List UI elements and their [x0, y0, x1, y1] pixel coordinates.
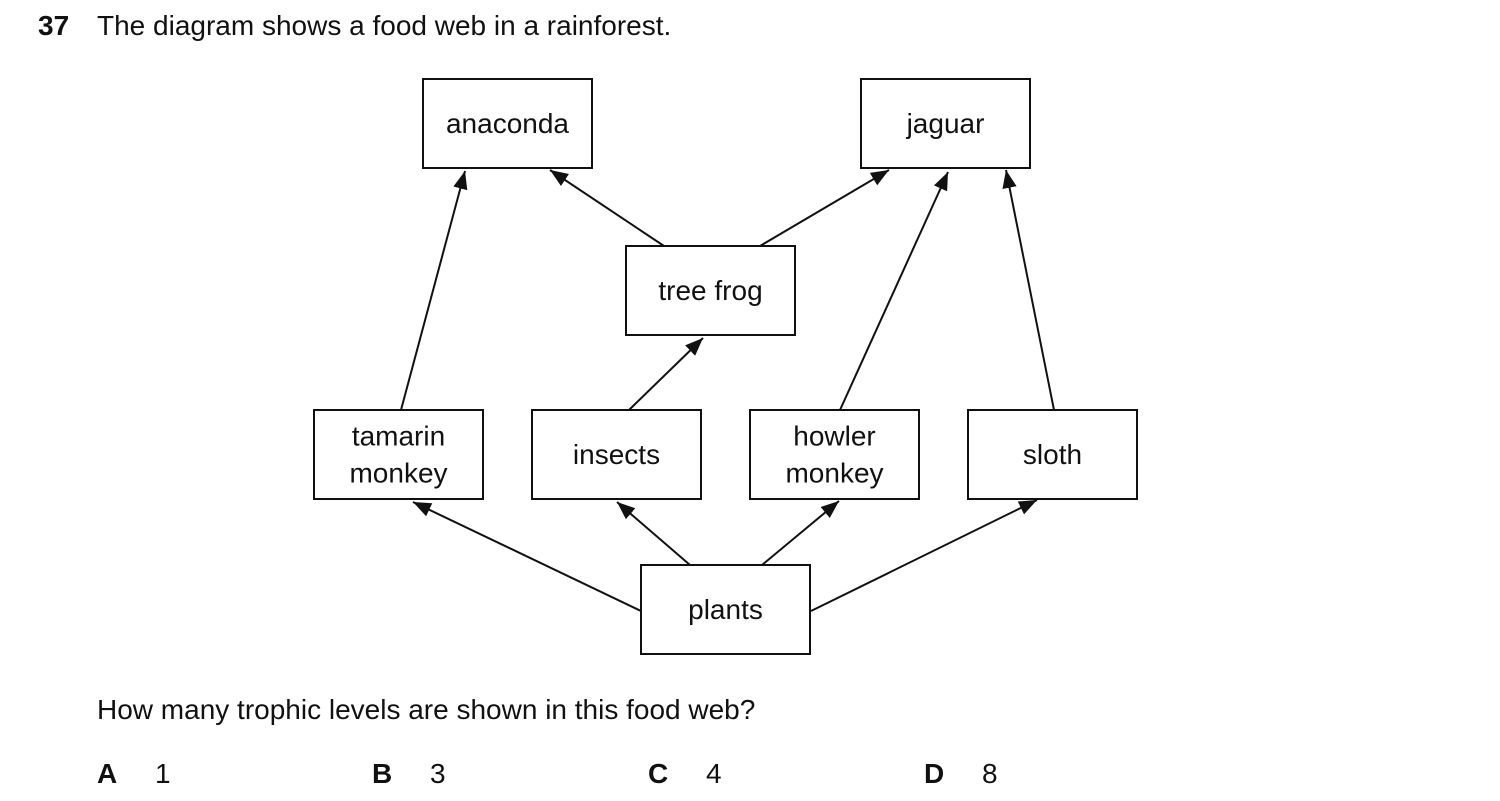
node-box — [749, 409, 920, 500]
option-value: 3 — [430, 758, 446, 789]
option-letter: A — [97, 758, 118, 789]
node-box — [640, 564, 811, 655]
arrows-layer — [400, 169, 1055, 612]
node-label: jaguar — [906, 108, 985, 139]
arrow-howler-monkey-to-jaguar — [839, 171, 949, 411]
node-box — [967, 409, 1138, 500]
node-insects: insects — [531, 409, 702, 500]
node-tamarin-monkey: tamarin monkey — [313, 409, 484, 500]
node-jaguar: jaguar — [860, 78, 1031, 169]
node-label: plants — [688, 594, 763, 625]
node-box — [860, 78, 1031, 169]
option-letter: D — [924, 758, 945, 789]
organisms-layer: anaconda jaguar tree frog tamarin monkey inse… — [313, 78, 1138, 655]
arrow-plants-to-insects — [616, 501, 691, 566]
arrow-plants-to-howler-monkey — [761, 500, 840, 566]
question-intro: The diagram shows a food web in a rainfo… — [97, 10, 672, 41]
node-anaconda: anaconda — [422, 78, 593, 169]
node-box — [422, 78, 593, 169]
option-value: 4 — [706, 758, 722, 789]
arrow-tamarin-monkey-to-anaconda — [400, 170, 468, 411]
node-label: monkey — [349, 458, 447, 489]
node-label: anaconda — [446, 108, 569, 139]
node-plants: plants — [640, 564, 811, 655]
arrow-plants-to-sloth — [810, 499, 1038, 612]
node-tree-frog: tree frog — [625, 245, 796, 336]
node-label: sloth — [1023, 439, 1082, 470]
arrow-sloth-to-jaguar — [1002, 169, 1055, 411]
arrow-insects-to-tree-frog — [628, 337, 704, 411]
arrow-tree-frog-to-jaguar — [759, 169, 890, 247]
option-letter: B — [372, 758, 393, 789]
node-label: insects — [573, 439, 660, 470]
option-letter: C — [648, 758, 669, 789]
arrow-tree-frog-to-anaconda — [549, 169, 665, 247]
arrow-plants-to-tamarin-monkey — [412, 501, 642, 612]
node-sloth: sloth — [967, 409, 1138, 500]
option-value: 8 — [982, 758, 998, 789]
node-label: howler — [793, 421, 875, 452]
node-label: tamarin — [352, 421, 445, 452]
node-howler-monkey: howler monkey — [749, 409, 920, 500]
question-number: 37 — [38, 10, 70, 41]
node-box — [625, 245, 796, 336]
option-value: 1 — [155, 758, 171, 789]
question-text: How many trophic levels are shown in thi… — [97, 694, 756, 725]
node-label: tree frog — [658, 275, 762, 306]
node-box — [313, 409, 484, 500]
node-label: monkey — [785, 458, 883, 489]
node-box — [531, 409, 702, 500]
